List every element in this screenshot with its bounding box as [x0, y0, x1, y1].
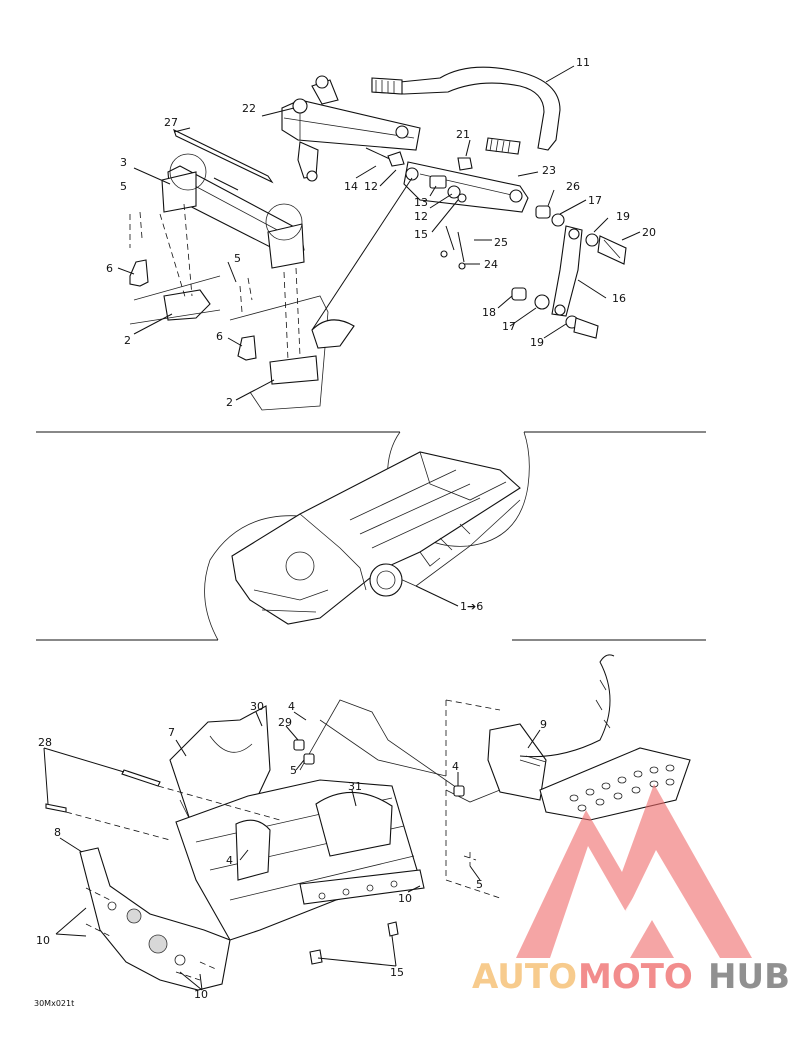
- chassis-overview: [36, 431, 706, 641]
- callout: 11: [576, 56, 590, 69]
- callout: 10: [194, 988, 208, 1001]
- callout: 5: [234, 252, 241, 265]
- callout: 18: [482, 306, 496, 319]
- watermark-word-auto: AUTO: [472, 957, 577, 997]
- watermark-logo-icon: [516, 784, 752, 958]
- callout: 26: [566, 180, 580, 193]
- callout: 21: [456, 128, 470, 141]
- callout: 22: [242, 102, 256, 115]
- callout: 9: [540, 718, 547, 731]
- callout: 13: [414, 196, 428, 209]
- callout: 5: [120, 180, 127, 193]
- figure-code: 30Mx021t: [34, 999, 74, 1008]
- callout-labels: 11 22 27 21 3 14 12 23 26 17 5 13 19 20 …: [36, 56, 656, 1001]
- callout: 12: [364, 180, 378, 193]
- callout: 5: [290, 764, 297, 777]
- callout: 4: [452, 760, 459, 773]
- callout: 10: [398, 892, 412, 905]
- callout: 10: [36, 934, 50, 947]
- callout: 25: [494, 236, 508, 249]
- watermark-word-hub: HUB: [708, 957, 790, 997]
- pedal-holes: [569, 764, 675, 812]
- callout: 19: [530, 336, 544, 349]
- callout: 28: [38, 736, 52, 749]
- steering-assembly: [117, 65, 641, 411]
- callout: 6: [106, 262, 113, 275]
- callout: 2: [226, 396, 233, 409]
- callout: 19: [616, 210, 630, 223]
- callout: 3: [120, 156, 127, 169]
- callout: 12: [414, 210, 428, 223]
- callout: 8: [54, 826, 61, 839]
- callout: 27: [164, 116, 178, 129]
- callout: 29: [278, 716, 292, 729]
- automotohub-watermark: AUTO MOTO HUB: [472, 784, 790, 997]
- callout: 6: [216, 330, 223, 343]
- callout: 31: [348, 780, 362, 793]
- callout: 5: [476, 878, 483, 891]
- callout: 23: [542, 164, 556, 177]
- callout: 16: [612, 292, 626, 305]
- callout: 20: [642, 226, 656, 239]
- callout: 14: [344, 180, 358, 193]
- callout: 17: [502, 320, 516, 333]
- watermark-word-moto: MOTO: [578, 957, 693, 997]
- callout: 4: [226, 854, 233, 867]
- callout: 24: [484, 258, 498, 271]
- callout: 7: [168, 726, 175, 739]
- callout: 2: [124, 334, 131, 347]
- frame-assembly: [43, 654, 691, 991]
- callout: 17: [588, 194, 602, 207]
- callout: 15: [414, 228, 428, 241]
- callout: 15: [390, 966, 404, 979]
- callout: 1➔6: [460, 600, 483, 613]
- callout: 30: [250, 700, 264, 713]
- callout: 4: [288, 700, 295, 713]
